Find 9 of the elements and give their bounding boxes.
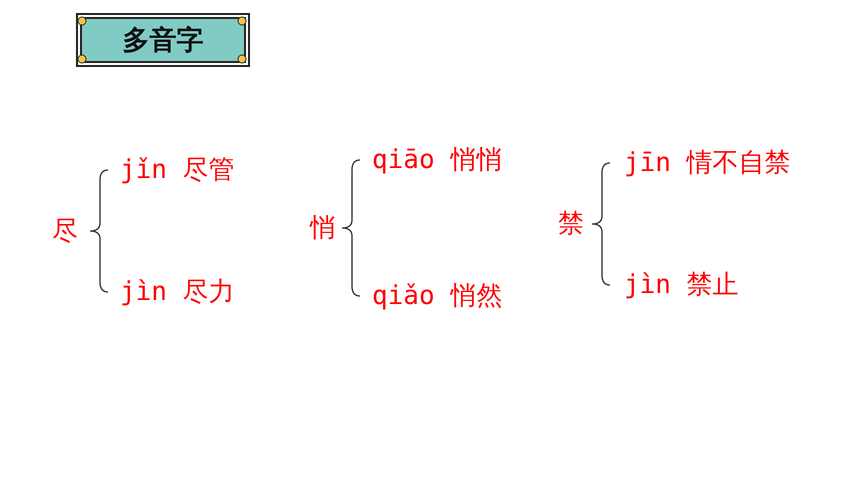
character: 悄 bbox=[310, 215, 336, 241]
reading-entry: jīn 情不自禁 bbox=[624, 150, 791, 176]
character: 尽 bbox=[52, 218, 78, 244]
reading-entry: qiǎo 悄然 bbox=[372, 283, 502, 309]
reading-entry: jìn 尽力 bbox=[120, 279, 235, 305]
reading-entry: jìn 禁止 bbox=[624, 272, 739, 298]
reading-entry: qiāo 悄悄 bbox=[372, 147, 502, 173]
reading-entry: jǐn 尽管 bbox=[120, 157, 235, 183]
character: 禁 bbox=[558, 211, 584, 237]
